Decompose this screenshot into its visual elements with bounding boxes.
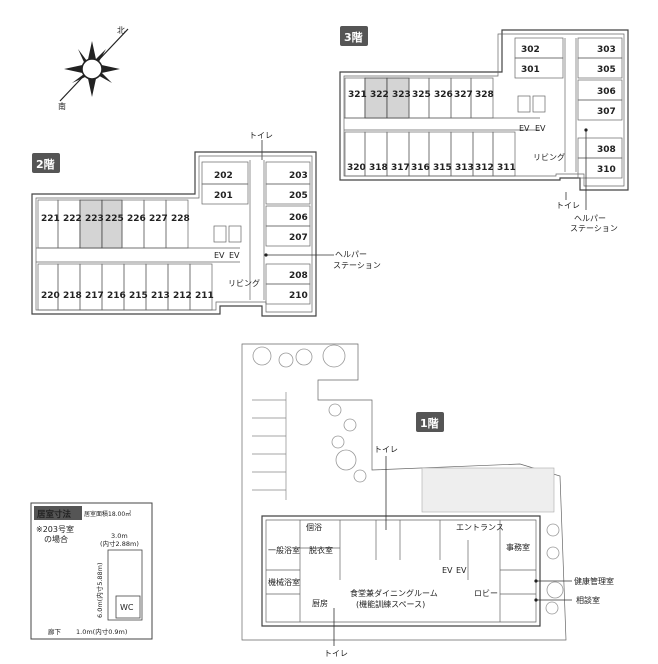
room-size-area: 居室面積18.00㎡	[84, 510, 131, 518]
floor-3-plan: 3階 321 322 323 325 326 327 328	[339, 26, 629, 233]
room-201: 201	[214, 191, 233, 201]
f2-helper-line2: ステーション	[333, 261, 381, 270]
room-205: 205	[289, 191, 308, 201]
room-301: 301	[521, 65, 540, 75]
room-305: 305	[597, 65, 616, 75]
f1-ev-2: EV	[456, 566, 467, 575]
compass-icon: 北 南	[58, 26, 129, 111]
room-size-title: 居室寸法	[36, 509, 72, 520]
room-302: 302	[521, 45, 540, 55]
room-dressing: 脱衣室	[309, 545, 333, 555]
corridor-label: 廊下	[48, 627, 62, 636]
room-221: 221	[41, 214, 60, 224]
compass-north: 北	[117, 26, 125, 35]
room-width-inner: (内寸2.88m)	[100, 539, 139, 548]
room-206: 206	[289, 213, 308, 223]
room-dining-line1: 食堂兼ダイニングルーム	[350, 588, 438, 598]
f3-ev-1: EV	[519, 124, 530, 133]
room-entrance: エントランス	[456, 523, 504, 532]
room-312: 312	[475, 163, 494, 173]
room-wc: WC	[120, 603, 134, 612]
room-general-bath: 一般浴室	[268, 545, 300, 555]
f2-toilet: トイレ	[249, 131, 273, 140]
room-health: 健康管理室	[574, 576, 614, 586]
room-317: 317	[391, 163, 410, 173]
room-217: 217	[85, 291, 104, 301]
room-width: 3.0m	[111, 532, 128, 540]
room-212: 212	[173, 291, 192, 301]
room-depth: 6.0m(内寸5.88m)	[95, 562, 104, 618]
room-318: 318	[369, 163, 388, 173]
room-315: 315	[433, 163, 452, 173]
compass-south: 南	[58, 101, 66, 111]
room-size-note2: の場合	[44, 534, 68, 544]
room-316: 316	[411, 163, 430, 173]
room-210: 210	[289, 291, 308, 301]
room-321: 321	[348, 90, 367, 100]
room-202: 202	[214, 171, 233, 181]
room-208: 208	[289, 271, 308, 281]
room-216: 216	[107, 291, 126, 301]
room-313: 313	[455, 163, 474, 173]
room-223: 223	[85, 214, 104, 224]
room-310: 310	[597, 165, 616, 175]
room-222: 222	[63, 214, 82, 224]
room-kitchen: 厨房	[312, 598, 328, 608]
floor-2-label: 2階	[36, 157, 55, 171]
f3-helper-line1: ヘルパー	[574, 214, 606, 223]
room-228: 228	[171, 214, 190, 224]
room-306: 306	[597, 87, 616, 97]
f2-ev-1: EV	[214, 251, 225, 260]
room-machine-bath: 機械浴室	[268, 577, 300, 587]
room-207: 207	[289, 233, 308, 243]
f3-living: リビング	[533, 152, 565, 162]
floor-3-label: 3階	[344, 30, 363, 44]
room-203: 203	[289, 171, 308, 181]
room-213: 213	[151, 291, 170, 301]
f1-ev-1: EV	[442, 566, 453, 575]
room-225: 225	[105, 214, 124, 224]
room-327: 327	[454, 90, 473, 100]
room-215: 215	[129, 291, 148, 301]
room-326: 326	[434, 90, 453, 100]
room-325: 325	[412, 90, 431, 100]
room-226: 226	[127, 214, 146, 224]
room-322: 322	[370, 90, 389, 100]
room-220: 220	[41, 291, 60, 301]
floor-2-plan: 2階 トイレ 221 222 223 225 226 227 228	[31, 131, 381, 317]
room-311: 311	[497, 163, 516, 173]
room-307: 307	[597, 107, 616, 117]
floor-1-label: 1階	[420, 416, 439, 430]
room-size-panel: 居室寸法 居室面積18.00㎡ ※203号室 の場合 3.0m (内寸2.88m…	[30, 502, 153, 640]
room-private-bath: 個浴	[306, 522, 322, 532]
f3-toilet: トイレ	[556, 201, 580, 210]
room-consult: 相談室	[576, 595, 600, 605]
room-323: 323	[392, 90, 411, 100]
room-dining-line2: (機能訓練スペース)	[356, 599, 425, 609]
f2-helper-line1: ヘルパー	[335, 250, 367, 259]
room-227: 227	[149, 214, 168, 224]
f3-ev-2: EV	[535, 124, 546, 133]
f2-ev-2: EV	[229, 251, 240, 260]
f1-toilet-top: トイレ	[374, 445, 398, 454]
room-lobby: ロビー	[474, 589, 498, 598]
f1-toilet-bottom: トイレ	[324, 649, 348, 658]
room-size-note1: ※203号室	[36, 524, 74, 534]
room-office: 事務室	[506, 542, 530, 552]
tree-icon	[252, 344, 564, 615]
f2-living: リビング	[228, 278, 260, 288]
room-211: 211	[195, 291, 214, 301]
room-320: 320	[347, 163, 366, 173]
room-218: 218	[63, 291, 82, 301]
room-303: 303	[597, 45, 616, 55]
floor-1-plan: 1階	[241, 343, 614, 658]
f3-helper-line2: ステーション	[570, 224, 618, 233]
room-308: 308	[597, 145, 616, 155]
corridor-width: 1.0m(内寸0.9m)	[76, 627, 127, 636]
room-328: 328	[475, 90, 494, 100]
